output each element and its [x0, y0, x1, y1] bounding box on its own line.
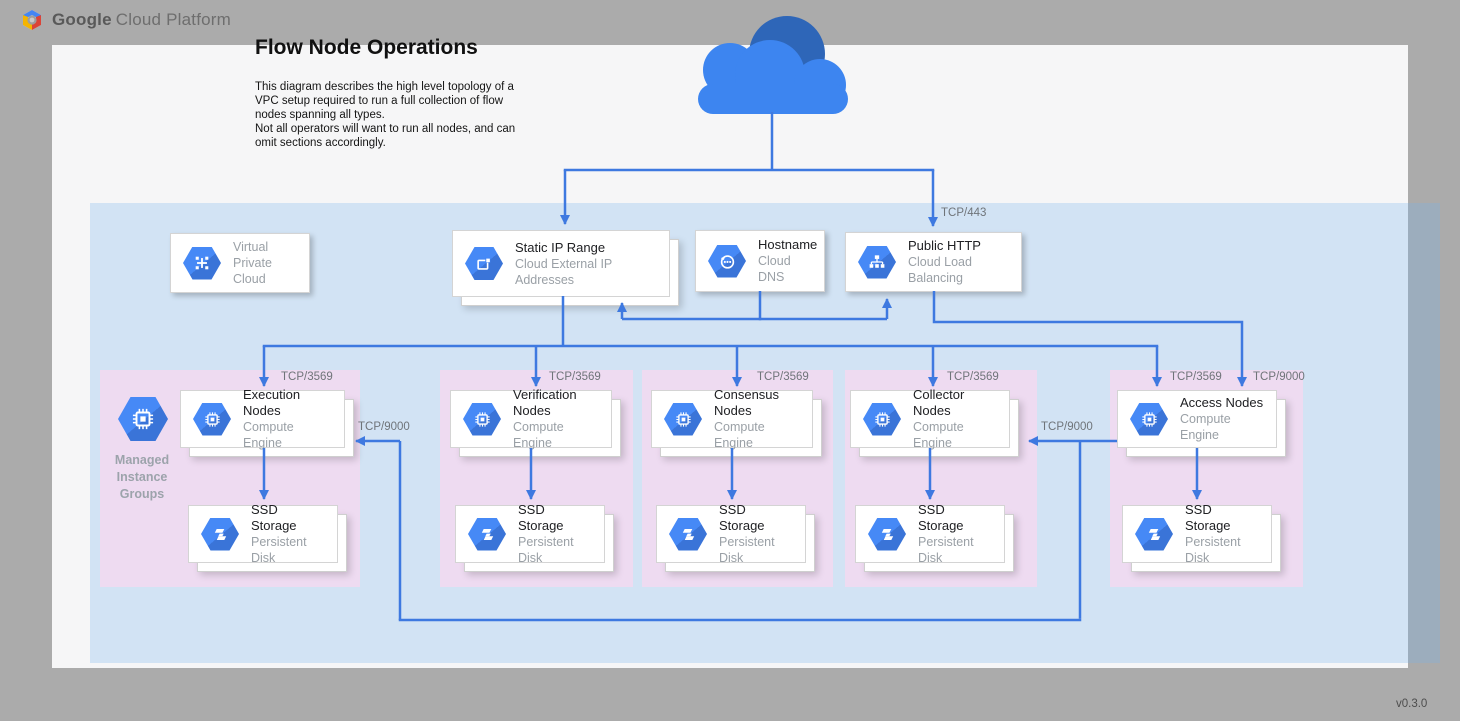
vpc-card-line1: Virtual	[233, 240, 269, 254]
compute-engine-icon	[193, 402, 231, 436]
public-http-subtitle: Cloud Load Balancing	[908, 255, 972, 285]
version-label: v0.3.0	[1396, 698, 1428, 710]
brand-google: Google	[52, 10, 112, 29]
port-label-tcp9000-collector: TCP/9000	[1041, 421, 1093, 433]
port-label-tcp3569-consensus: TCP/3569	[757, 371, 809, 383]
public-http-card[interactable]: Public HTTP Cloud Load Balancing	[845, 232, 1022, 292]
static-ip-title: Static IP Range	[515, 239, 606, 255]
public-http-title: Public HTTP	[908, 238, 981, 253]
port-label-tcp3569-access: TCP/3569	[1170, 371, 1222, 383]
hostname-subtitle: Cloud DNS	[758, 254, 791, 284]
vpc-icon	[183, 246, 221, 280]
port-label-tcp443: TCP/443	[941, 207, 987, 219]
persistent-disk-icon	[1135, 517, 1173, 551]
gcp-logo-icon	[23, 10, 41, 30]
cloud-dns-icon	[708, 244, 746, 278]
persistent-disk-icon	[868, 517, 906, 551]
persistent-disk-icon	[669, 517, 707, 551]
static-ip-subtitle: Cloud External IP Addresses	[515, 256, 613, 287]
managed-instance-groups-icon	[118, 397, 168, 441]
compute-engine-icon	[1130, 402, 1168, 436]
compute-engine-icon	[664, 402, 702, 436]
compute-engine-icon	[863, 402, 901, 436]
hostname-title: Hostname	[758, 237, 818, 252]
persistent-disk-icon	[468, 517, 506, 551]
vpc-card-line2: Private Cloud	[233, 256, 272, 286]
persistent-disk-icon	[201, 517, 239, 551]
port-label-tcp9000-access: TCP/9000	[1253, 371, 1305, 383]
port-label-tcp3569-verification: TCP/3569	[549, 371, 601, 383]
page-description: This diagram describes the high level to…	[255, 81, 516, 149]
port-label-tcp3569-collector: TCP/3569	[947, 371, 999, 383]
page-title: Flow Node Operations	[255, 36, 478, 59]
load-balancing-icon	[858, 245, 896, 279]
external-ip-icon	[465, 247, 503, 280]
compute-engine-icon	[463, 402, 501, 436]
managed-instance-groups-label: Managed Instance Groups	[114, 453, 170, 501]
virtual-private-cloud-card[interactable]: Virtual Private Cloud	[170, 233, 310, 293]
port-label-tcp3569-execution: TCP/3569	[281, 371, 333, 383]
internet-cloud-icon	[698, 16, 848, 114]
brand-cloud-platform: Cloud Platform	[115, 10, 231, 29]
static-ip-range-card[interactable]: Static IP Range Cloud External IP Addres…	[452, 230, 670, 297]
port-label-tcp9000-execution: TCP/9000	[358, 421, 410, 433]
hostname-card[interactable]: Hostname Cloud DNS	[695, 230, 825, 292]
